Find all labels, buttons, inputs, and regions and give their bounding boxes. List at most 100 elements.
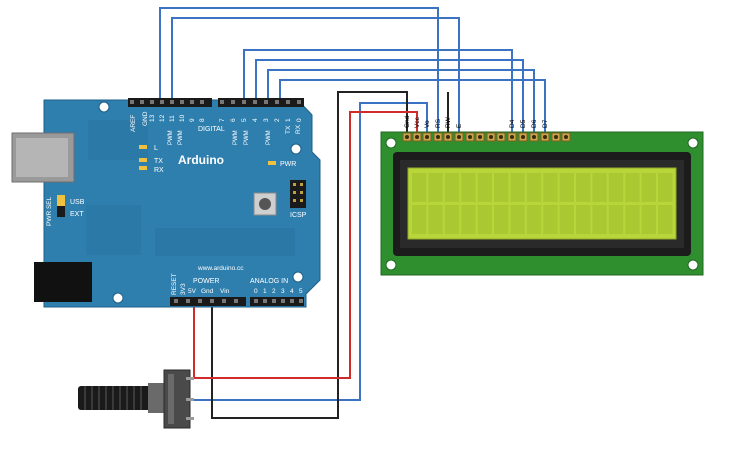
analog-pin-number: 3	[281, 288, 285, 295]
header-pin	[180, 100, 184, 104]
lcd-pin-label: Gnd	[404, 115, 411, 128]
header-pin	[253, 100, 257, 104]
wire-gnd-rail	[211, 91, 408, 419]
header-pin	[290, 299, 294, 303]
pot-ridge	[126, 386, 128, 410]
lcd-pin-label: Vcc	[414, 116, 421, 128]
header-pin	[242, 100, 246, 104]
arduino-brand: Arduino	[178, 153, 224, 167]
lcd-char-cell	[576, 173, 591, 202]
header-pin	[263, 299, 267, 303]
pot-pin	[186, 417, 194, 420]
header-pin	[254, 299, 258, 303]
lcd-char-cell	[428, 173, 443, 202]
digital-pin-number: 10	[179, 114, 186, 122]
header-pin	[198, 299, 202, 303]
lcd-char-cell	[444, 205, 460, 234]
lcd-mount-hole	[687, 137, 699, 149]
lcd-char-cell	[461, 205, 476, 234]
wire-5v-rail	[193, 111, 418, 379]
power-jack	[34, 262, 92, 302]
icsp-pin	[293, 183, 296, 186]
pwm-label: PWM	[244, 130, 250, 145]
lcd-mount-hole	[385, 137, 397, 149]
lcd-char-cell	[510, 173, 525, 202]
lcd-pin-label: E	[456, 123, 463, 128]
pot-ridge	[84, 386, 86, 410]
header-pin	[231, 100, 235, 104]
lcd-char-cell	[412, 173, 427, 202]
lcd-pin-label: Vo	[424, 120, 431, 128]
header-pin	[140, 100, 144, 104]
header-pin	[272, 299, 276, 303]
lcd-char-cell	[494, 173, 509, 202]
lcd-pin-hole	[510, 135, 514, 139]
icsp-pin	[300, 183, 303, 186]
lcd-character-cells	[412, 173, 673, 234]
board-shade	[86, 205, 141, 255]
header-pin	[286, 100, 290, 104]
icsp-pin	[300, 191, 303, 194]
header-pin	[275, 100, 279, 104]
pot-collar	[148, 383, 166, 413]
digital-pin-number: 13	[149, 114, 156, 122]
header-pin	[222, 299, 226, 303]
header-pin	[170, 100, 174, 104]
led-rx-label: RX	[154, 167, 164, 174]
pot-body-highlight	[168, 374, 174, 424]
lcd-pin-label: D5	[520, 119, 527, 128]
analog-header	[250, 297, 304, 306]
lcd-char-cell	[510, 205, 525, 234]
lcd-char-cell	[641, 205, 656, 234]
wire-pot-vo	[190, 102, 428, 401]
lcd-char-cell	[559, 173, 574, 202]
lcd-char-cell	[625, 205, 640, 234]
digital-pin-number: 1	[285, 118, 292, 122]
lcd-char-cell	[412, 205, 427, 234]
led-tx	[139, 158, 147, 162]
pot-ridge	[133, 386, 135, 410]
icsp-pins	[293, 183, 303, 202]
lcd-pin-hole	[415, 135, 419, 139]
lcd-char-cell	[592, 173, 607, 202]
pot-pin	[186, 398, 194, 401]
led-pwr-label: PWR	[280, 161, 296, 168]
usb-label: USB	[70, 199, 85, 206]
lcd-pin-label: RS	[435, 118, 442, 128]
lcd-char-cell	[477, 173, 492, 202]
digital-pin-number: 5	[241, 118, 248, 122]
wire-pin11-e	[171, 17, 460, 133]
icsp-pin	[293, 199, 296, 202]
lcd-char-cell	[608, 205, 624, 234]
lcd-pin-hole	[457, 135, 461, 139]
pot-ridge	[140, 386, 142, 410]
lcd-char-cell	[444, 173, 460, 202]
analog-pin-number: 2	[272, 288, 276, 295]
pwr-sel-label: PWR SEL	[46, 196, 53, 226]
power-analog-header-pins	[174, 299, 303, 303]
power-label: POWER	[193, 278, 219, 285]
mounting-hole	[292, 271, 304, 283]
analog-pin-number: 0	[254, 288, 258, 295]
lcd-pin-hole	[543, 135, 547, 139]
lcd-char-cell	[477, 205, 492, 234]
lcd-char-cell	[461, 173, 476, 202]
pot-ridge	[105, 386, 107, 410]
pot-ridge	[119, 386, 121, 410]
mounting-hole	[112, 292, 124, 304]
icsp-pin	[293, 191, 296, 194]
tx-pin-label: TX	[285, 125, 292, 134]
header-pin	[234, 299, 238, 303]
v33-label: 3V3	[180, 283, 187, 295]
header-pin	[150, 100, 154, 104]
mounting-hole	[98, 101, 110, 113]
arduino-url: www.arduino.cc	[197, 265, 244, 272]
lcd-char-cell	[608, 173, 624, 202]
icsp-header	[290, 180, 306, 208]
